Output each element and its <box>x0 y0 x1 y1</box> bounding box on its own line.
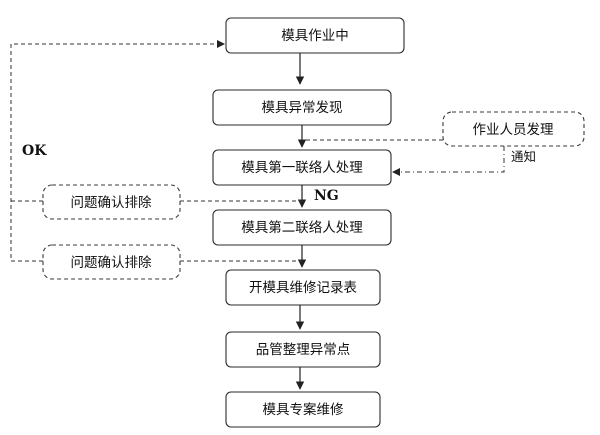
step-label: 模具异常发现 <box>262 100 343 116</box>
step-node-abnormality-found: 模具异常发现 <box>212 89 392 126</box>
step-node-qc-sort: 品管整理异常点 <box>225 331 381 368</box>
step-label: 模具作业中 <box>281 28 349 44</box>
ok-label: OK <box>22 143 47 159</box>
note-label: 问题确认排除 <box>71 255 152 271</box>
note-confirm-1: 问题确认排除 <box>42 184 181 220</box>
note-label: 作业人员发理 <box>473 122 554 138</box>
ng-label: NG <box>314 188 339 204</box>
connector-notify <box>400 146 505 173</box>
step-label: 模具专案维修 <box>263 401 344 418</box>
step-node-first-contact: 模具第一联络人处理 <box>212 149 392 186</box>
step-label: 品管整理异常点 <box>256 342 351 358</box>
step-node-repair-record: 开模具维修记录表 <box>225 269 381 306</box>
step-label: 模具第一联络人处理 <box>241 159 363 176</box>
ok-loop-line <box>10 43 218 262</box>
step-node-project-repair: 模具专案维修 <box>225 391 381 428</box>
step-label: 模具第二联络人处理 <box>241 219 363 236</box>
notify-label: 通知 <box>511 149 536 164</box>
step-node-second-contact: 模具第二联络人处理 <box>212 209 392 246</box>
step-label: 开模具维修记录表 <box>249 280 357 296</box>
note-confirm-2: 问题确认排除 <box>42 244 181 280</box>
step-node-work-in-progress: 模具作业中 <box>225 17 405 54</box>
arrow-notify-head <box>392 168 400 176</box>
ok-loop-arrow-head <box>217 40 225 48</box>
note-operator-found: 作业人员发理 <box>442 111 585 147</box>
note-label: 问题确认排除 <box>71 195 152 211</box>
